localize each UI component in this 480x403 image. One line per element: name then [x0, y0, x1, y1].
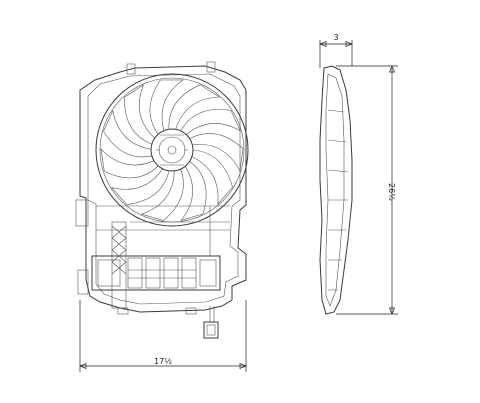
- support-rail: [111, 221, 127, 309]
- mount-tab-left: [126, 63, 136, 75]
- height-dimension: 26½: [336, 65, 398, 315]
- fan-shroud: [79, 65, 247, 313]
- side-profile: [319, 65, 353, 315]
- side-ribs: [327, 109, 349, 291]
- resistor-block: [91, 255, 221, 291]
- lower-struts: [96, 205, 230, 256]
- side-bracket-lower: [77, 269, 89, 295]
- fan-blade: [100, 148, 159, 179]
- side-view: 3 26½: [319, 33, 398, 315]
- fan-blade: [110, 168, 170, 205]
- fan-hub: [150, 128, 194, 172]
- fan-ring-inner: [99, 77, 245, 223]
- motor-shaft: [167, 145, 177, 155]
- side-profile-inner: [325, 73, 345, 307]
- fan-shroud-inner: [87, 73, 241, 305]
- bottom-foot-left: [117, 307, 129, 315]
- fan-blade: [140, 168, 184, 221]
- fan-blade: [189, 133, 244, 172]
- fan-blade: [124, 84, 155, 145]
- fan-blade: [149, 79, 184, 135]
- bottom-foot-right: [185, 307, 197, 315]
- fan-blades: [100, 79, 244, 221]
- fan-blade: [168, 84, 221, 130]
- fan-blade: [180, 109, 242, 135]
- depth-dimension-label: 3: [333, 33, 338, 42]
- fan-ring-outer: [95, 73, 249, 227]
- fan-blade: [103, 109, 152, 158]
- hub-spokes: [156, 134, 188, 166]
- fan-blade: [180, 161, 207, 221]
- mount-tab-right: [206, 61, 216, 73]
- width-dimension: 17½: [79, 300, 247, 372]
- depth-dimension: 3: [319, 33, 353, 68]
- side-bracket-upper: [75, 199, 89, 227]
- motor-housing: [158, 136, 186, 164]
- width-dimension-label: 17½: [154, 357, 172, 366]
- connector-plug: [203, 306, 219, 339]
- fan-blade: [191, 149, 233, 206]
- height-dimension-label: 26½: [387, 183, 396, 201]
- front-view: 17½: [75, 61, 249, 372]
